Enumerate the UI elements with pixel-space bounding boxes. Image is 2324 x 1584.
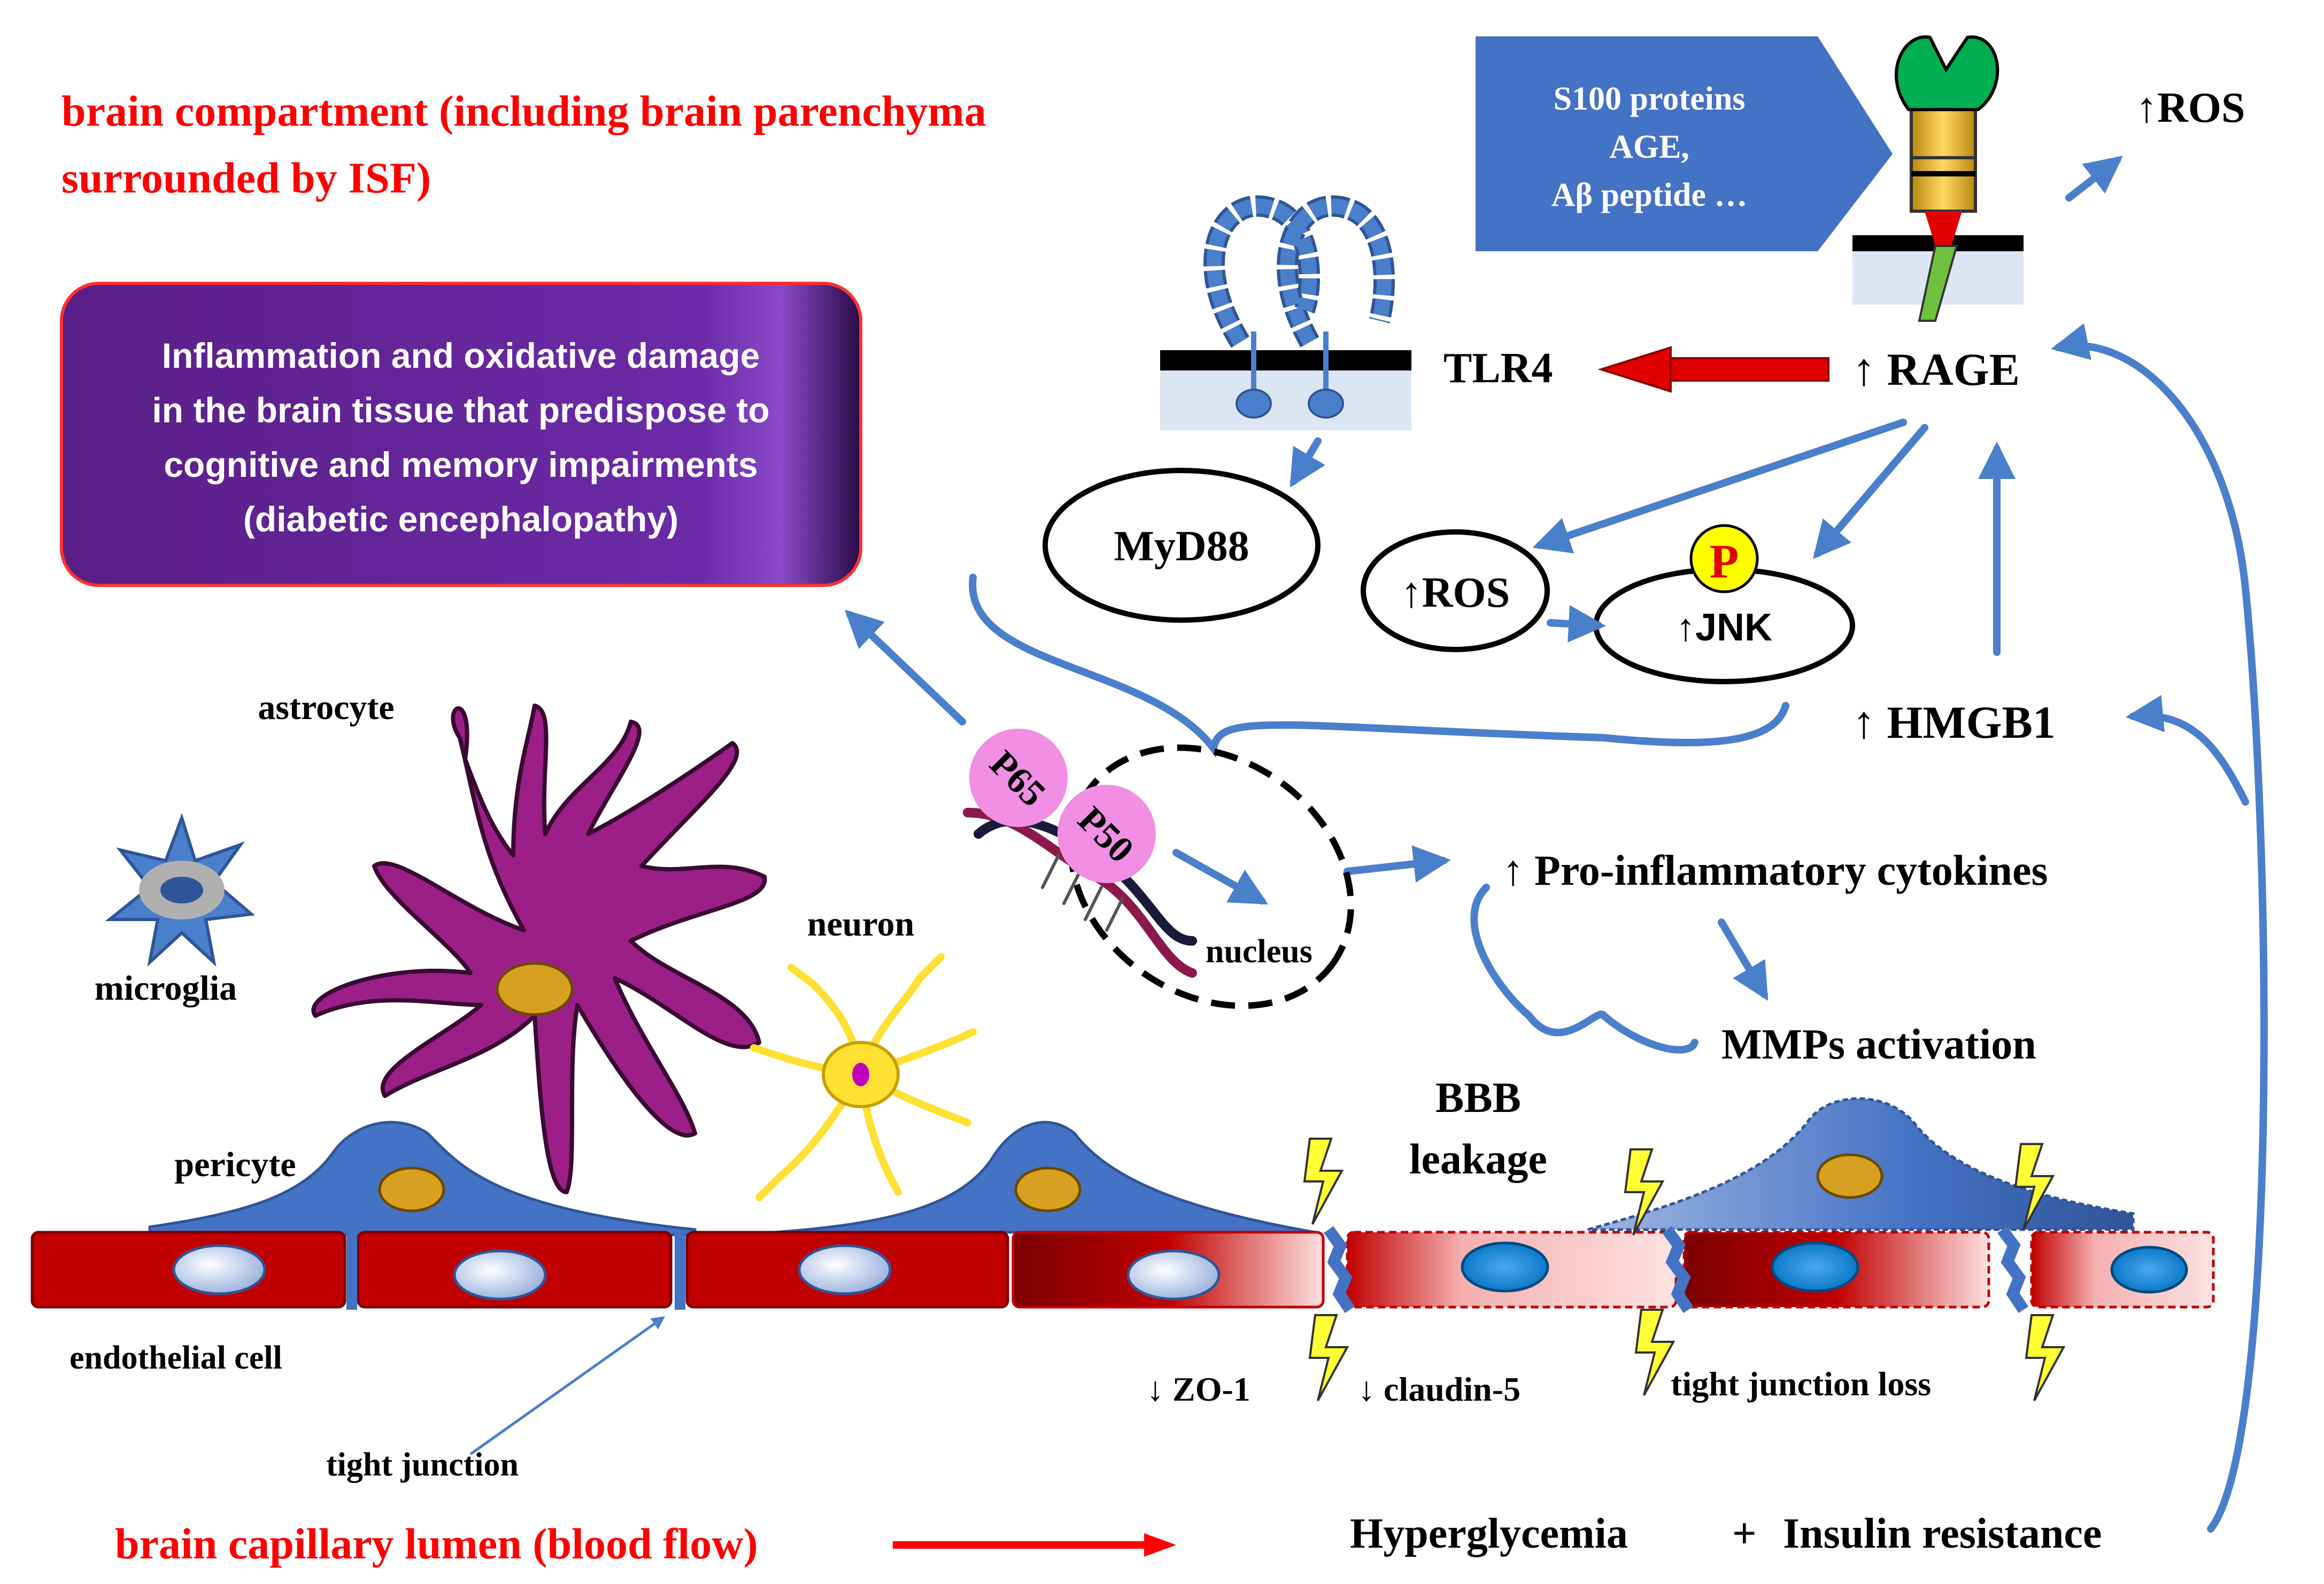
astrocyte-label: astrocyte <box>258 688 394 727</box>
bbb-label-1: BBB <box>1435 1075 1521 1122</box>
signaling-arrows <box>844 156 2268 1533</box>
p50-subunit <box>1057 785 1156 883</box>
endothelial-layer <box>30 1226 2215 1313</box>
bbb-label-2: leakage <box>1409 1136 1547 1183</box>
tlr4-label: TLR4 <box>1443 345 1553 392</box>
ros-mid-node <box>1361 529 1550 652</box>
brain-compartment-title-2: surrounded by ISF) <box>61 153 431 202</box>
neuron-label: neuron <box>807 905 915 944</box>
brain-compartment-title-1: brain compartment (including brain paren… <box>61 87 986 135</box>
outcome-line-3: cognitive and memory impairments <box>164 445 758 484</box>
hmgb1-label: ↑ HMGB1 <box>1852 697 2056 748</box>
phospho-label: P <box>1710 535 1739 588</box>
tlr4-receptor-icon <box>1160 195 1411 430</box>
microglia-label: microglia <box>95 969 237 1008</box>
outcome-line-4: (diabetic encephalopathy) <box>243 499 678 539</box>
outcome-box <box>60 282 862 587</box>
microglia-icon <box>105 813 256 967</box>
neuron-icon <box>750 953 977 1201</box>
insulin-label: Insulin resistance <box>1783 1510 2102 1557</box>
pericyte-cells <box>148 1097 2135 1237</box>
ligand-line-1: S100 proteins <box>1554 81 1746 117</box>
endothelial-label: endothelial cell <box>70 1340 282 1376</box>
astrocyte-icon <box>311 704 767 1194</box>
nucleus-label: nucleus <box>1206 933 1312 970</box>
ligand-line-3: Aβ peptide … <box>1551 177 1748 213</box>
myd88-node <box>1043 468 1321 623</box>
ros-top-label: ↑ROS <box>2136 84 2245 132</box>
pericyte-label: pericyte <box>174 1145 296 1184</box>
ligand-arrow-box <box>1476 36 1893 251</box>
plus-label: + <box>1732 1510 1757 1557</box>
claudin5-label: ↓ claudin-5 <box>1358 1370 1520 1408</box>
rage-label: ↑ RAGE <box>1852 344 2020 395</box>
tight-junction-pointer <box>469 1316 666 1456</box>
lightning-icons <box>1303 1138 2066 1401</box>
p65-subunit <box>969 729 1068 827</box>
cytokines-label: ↑ Pro-inflammatory cytokines <box>1502 847 2048 894</box>
myd88-label: MyD88 <box>1114 523 1249 570</box>
blood-flow-arrow <box>893 1533 1176 1557</box>
outcome-line-2: in the brain tissue that predispose to <box>152 390 769 430</box>
hyperglycemia-label: Hyperglycemia <box>1350 1510 1628 1557</box>
tight-junction-label: tight junction <box>326 1447 519 1483</box>
ros-mid-label: ↑ROS <box>1401 569 1510 616</box>
phospho-badge <box>1689 524 1759 593</box>
outcome-line-1: Inflammation and oxidative damage <box>162 336 760 375</box>
mmps-label: MMPs activation <box>1721 1021 2036 1068</box>
ligand-line-2: AGE, <box>1609 129 1689 165</box>
rage-to-tlr4-arrow <box>1597 346 1829 393</box>
capillary-lumen-label: brain capillary lumen (blood flow) <box>115 1519 758 1568</box>
rage-receptor-icon <box>1852 35 2024 322</box>
zo1-label: ↓ ZO-1 <box>1147 1370 1250 1408</box>
jnk-label: ↑JNK <box>1676 606 1772 649</box>
tj-loss-label: tight junction loss <box>1671 1365 1931 1403</box>
